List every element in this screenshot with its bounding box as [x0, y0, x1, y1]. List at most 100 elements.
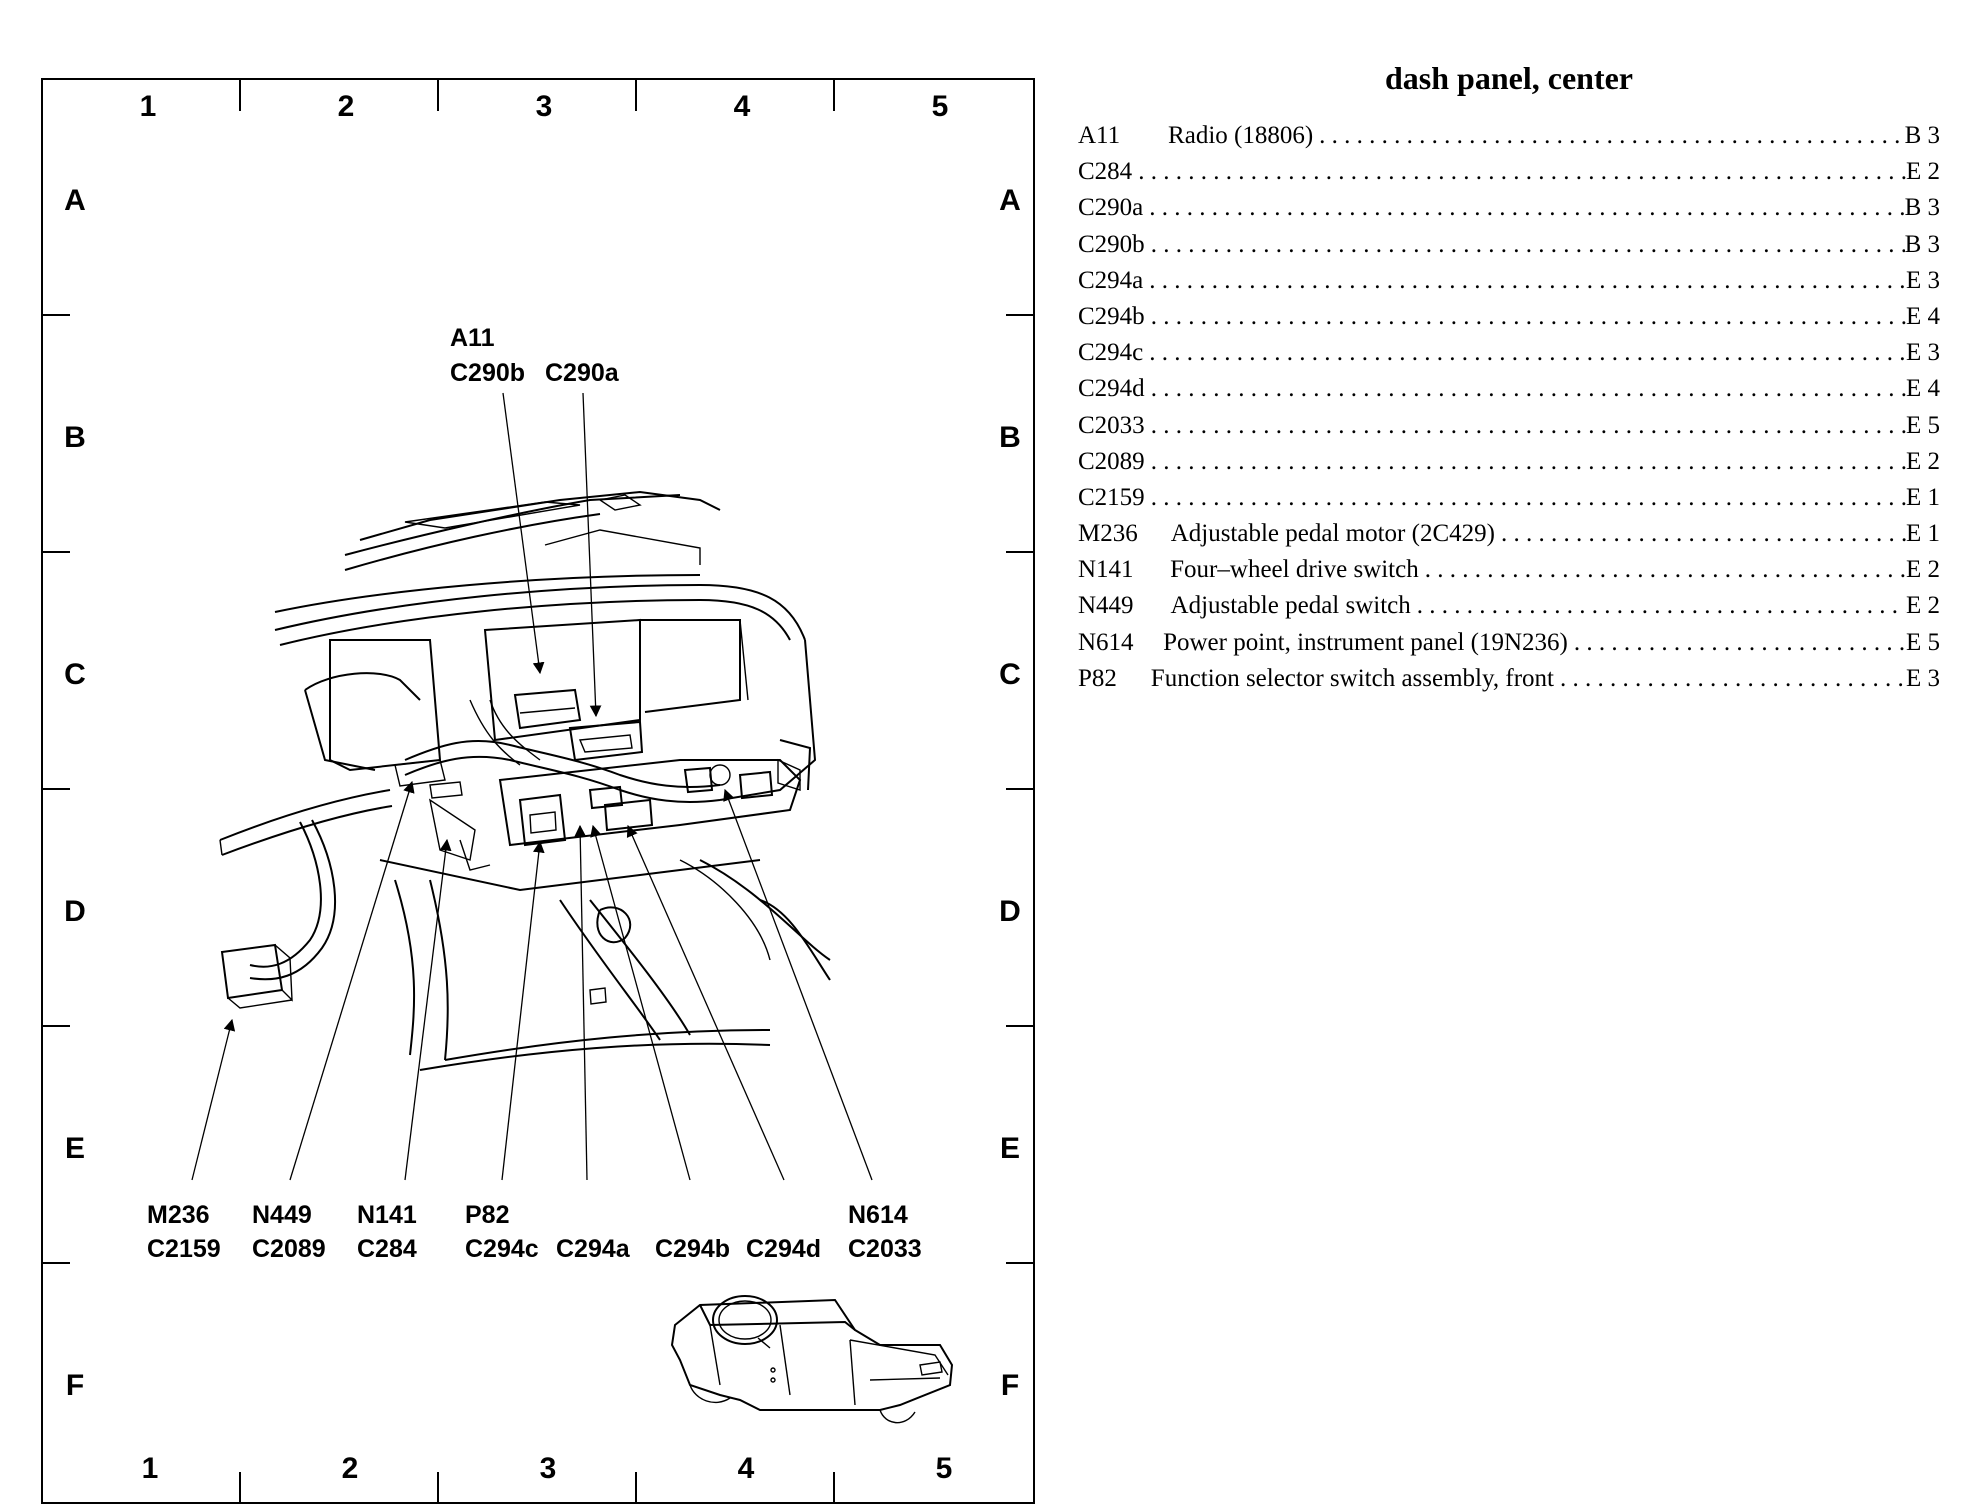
legend-code: C2089 — [1078, 447, 1145, 475]
callout-c294c: C294c — [465, 1235, 539, 1263]
callout-leader-lines — [191, 392, 873, 1181]
legend-description: Power point, instrument panel (19N236) — [1163, 628, 1568, 656]
col-label-top-3: 3 — [536, 90, 553, 123]
col-label-bottom-1: 1 — [142, 1452, 159, 1485]
legend-row: C2159 E 1 — [1078, 480, 1940, 516]
legend-dot-leader — [1143, 190, 1904, 226]
legend-row: M236 Adjustable pedal motor (2C429) E 1 — [1078, 516, 1940, 552]
legend-grid-location: E 2 — [1905, 556, 1940, 584]
legend-grid-location: E 3 — [1905, 664, 1940, 692]
legend-title: dash panel, center — [1385, 60, 1633, 96]
legend-row: C2033E 5 — [1078, 408, 1940, 444]
legend-dot-leader — [1143, 335, 1906, 371]
row-label-left-b: B — [64, 421, 86, 454]
legend-code: C2033 — [1078, 411, 1145, 439]
callout-c294d: C294d — [746, 1235, 821, 1263]
legend-grid-location: B 3 — [1904, 122, 1940, 149]
legend-row: C294c E 3 — [1078, 335, 1940, 371]
legend-grid-location: E 1 — [1905, 520, 1940, 548]
row-label-left-d: D — [64, 895, 86, 928]
legend-dot-leader — [1143, 263, 1906, 299]
legend-grid-location: E 2 — [1905, 447, 1940, 475]
legend-list: A11 Radio (18806) B 3 C284 E 2 C290a B 3 C290b B… — [1078, 118, 1940, 697]
callout-a11: A11 — [450, 324, 495, 352]
legend-dot-leader — [1419, 552, 1906, 588]
truck-locator-icon — [670, 1295, 954, 1424]
diagram-frame — [41, 78, 1035, 1504]
legend-grid-location: E 2 — [1905, 158, 1940, 186]
callout-n614: N614 — [848, 1201, 908, 1229]
legend-description: Radio (18806) — [1168, 122, 1314, 149]
callout-c294a: C294a — [556, 1235, 631, 1263]
callout-m236: M236 — [147, 1201, 210, 1229]
row-label-right-e: E — [1000, 1132, 1020, 1165]
legend-code: C294c — [1078, 339, 1144, 367]
legend-row: C294d E 4 — [1078, 371, 1940, 407]
legend-dot-leader — [1568, 625, 1906, 661]
legend-description: Adjustable pedal switch — [1170, 592, 1411, 620]
legend-code: C294d — [1078, 375, 1145, 403]
col-label-bottom-3: 3 — [540, 1452, 557, 1485]
legend-code: C284 — [1078, 158, 1133, 186]
legend-dot-leader — [1145, 480, 1906, 516]
legend-code: A11 — [1078, 122, 1121, 149]
legend-row: N141 Four–wheel drive switch E 2 — [1078, 552, 1940, 588]
col-label-bottom-5: 5 — [936, 1452, 953, 1485]
legend-code: C290a — [1078, 194, 1144, 222]
callout-c2089: C2089 — [252, 1235, 326, 1263]
callout-p82: P82 — [465, 1201, 509, 1229]
legend-code: C2159 — [1078, 483, 1145, 511]
legend-grid-location: B 3 — [1904, 194, 1940, 222]
legend-code: N141 — [1078, 556, 1134, 584]
row-label-right-f: F — [1001, 1369, 1019, 1402]
legend-description: Function selector switch assembly, front — [1150, 664, 1554, 692]
top-column-dividers — [239, 79, 835, 1503]
col-label-top-5: 5 — [932, 90, 949, 123]
legend-code: N449 — [1078, 592, 1134, 620]
legend-code: C290b — [1078, 230, 1145, 258]
legend-grid-location: E 3 — [1905, 266, 1940, 294]
legend-grid-location: E 1 — [1905, 483, 1940, 511]
legend-dot-leader — [1145, 444, 1906, 480]
col-label-top-1: 1 — [140, 90, 157, 123]
legend-grid-location: E 4 — [1905, 302, 1940, 330]
legend-dot-leader — [1145, 371, 1906, 407]
legend-dot-leader — [1145, 408, 1906, 444]
callout-c284: C284 — [357, 1235, 417, 1263]
col-label-bottom-2: 2 — [342, 1452, 359, 1485]
col-label-top-4: 4 — [734, 90, 751, 123]
legend-row: C294a E 3 — [1078, 263, 1940, 299]
legend-code: C294a — [1078, 266, 1144, 294]
legend-grid-location: E 4 — [1905, 375, 1940, 403]
legend-row: C290b B 3 — [1078, 227, 1940, 263]
col-label-bottom-4: 4 — [738, 1452, 755, 1485]
legend-description: Adjustable pedal motor (2C429) — [1170, 520, 1495, 548]
legend-grid-location: E 2 — [1905, 592, 1940, 620]
row-dividers — [42, 314, 1034, 1264]
callout-n449: N449 — [252, 1201, 312, 1229]
legend-row: C2089 E 2 — [1078, 444, 1940, 480]
callout-c2159: C2159 — [147, 1235, 221, 1263]
dash-panel-illustration — [219, 490, 831, 1071]
legend-grid-location: E 3 — [1905, 339, 1940, 367]
legend-row: C284 E 2 — [1078, 154, 1940, 190]
row-label-right-c: C — [999, 658, 1021, 691]
legend-row: C290a B 3 — [1078, 190, 1940, 226]
row-label-left-f: F — [66, 1369, 84, 1402]
legend-row: A11 Radio (18806) B 3 — [1078, 118, 1940, 154]
legend-grid-location: B 3 — [1904, 230, 1940, 258]
legend-dot-leader — [1313, 118, 1904, 154]
legend-description: Four–wheel drive switch — [1170, 556, 1419, 584]
legend-row: N449 Adjustable pedal switch E 2 — [1078, 588, 1940, 624]
callout-c290a: C290a — [545, 359, 620, 387]
legend-code: M236 — [1078, 520, 1138, 548]
legend-grid-location: E 5 — [1905, 628, 1940, 656]
legend-dot-leader — [1411, 588, 1906, 624]
row-label-left-a: A — [64, 184, 86, 217]
legend-dot-leader — [1495, 516, 1906, 552]
callout-n141: N141 — [357, 1201, 417, 1229]
locator-diagram: 1 2 3 4 5 1 2 3 4 5 A B C D E F A B C D … — [41, 78, 1035, 1504]
